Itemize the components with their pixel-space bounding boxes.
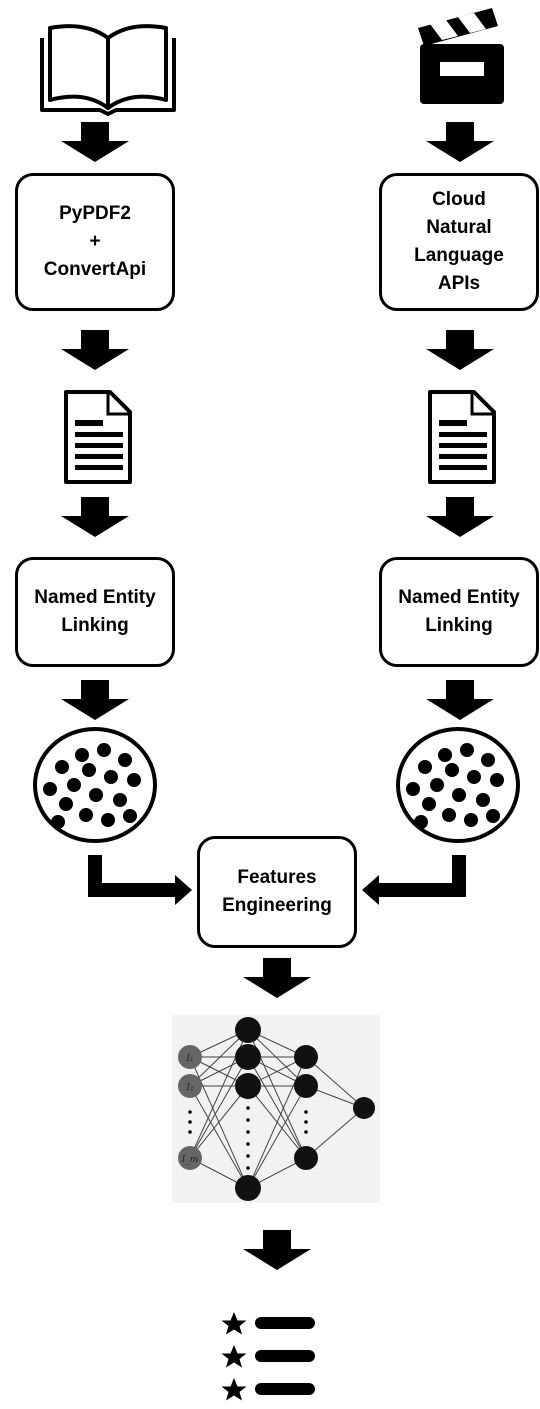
nn-edge [189, 1029, 249, 1087]
elbow-arrow-left [88, 855, 192, 905]
nn-edge [247, 1056, 307, 1159]
nn-edge [247, 1029, 307, 1087]
arrow-down [243, 1230, 311, 1270]
box-label: Cloud Natural Language APIs [414, 189, 504, 294]
nn-edge [305, 1107, 365, 1159]
open-book-icon [40, 24, 176, 116]
arrow-down [61, 497, 129, 537]
nn-edge [189, 1085, 249, 1159]
document-icon [428, 390, 496, 484]
arrow-down [243, 958, 311, 998]
dot-cluster-icon [396, 727, 520, 843]
nn-edge [189, 1056, 249, 1159]
arrow-down [61, 680, 129, 720]
arrow-down [61, 330, 129, 370]
arrow-down [426, 122, 494, 162]
clapperboard-icon [418, 8, 504, 104]
box-label: Named Entity Linking [34, 587, 156, 636]
arrow-down [426, 680, 494, 720]
box-label: Named Entity Linking [398, 587, 520, 636]
box-label: Features Engineering [222, 867, 332, 916]
arrow-down [426, 330, 494, 370]
features-engineering-box: Features Engineering [197, 836, 357, 948]
neural-network-icon: I₁ I₂ I_m [172, 1015, 380, 1203]
arrow-down [61, 122, 129, 162]
box-label: PyPDF2 + ConvertApi [43, 203, 147, 280]
input-label: I₂ [185, 1083, 194, 1093]
input-label: I_m [181, 1155, 199, 1165]
named-entity-linking-box-left: Named Entity Linking [15, 557, 175, 667]
nn-edge [247, 1056, 307, 1189]
arrow-down [426, 497, 494, 537]
nn-edge [189, 1085, 249, 1189]
nn-edge [247, 1085, 307, 1189]
ranked-list-icon [221, 1312, 315, 1401]
document-icon [64, 390, 132, 484]
elbow-arrow-right [362, 855, 466, 905]
nn-edge [305, 1056, 365, 1109]
dot-cluster-icon [33, 727, 157, 843]
input-label: I₁ [185, 1054, 193, 1064]
cloud-nl-apis-box: Cloud Natural Language APIs [379, 173, 539, 311]
pypdf-convertapi-box: PyPDF2 + ConvertApi [15, 173, 175, 311]
named-entity-linking-box-right: Named Entity Linking [379, 557, 539, 667]
